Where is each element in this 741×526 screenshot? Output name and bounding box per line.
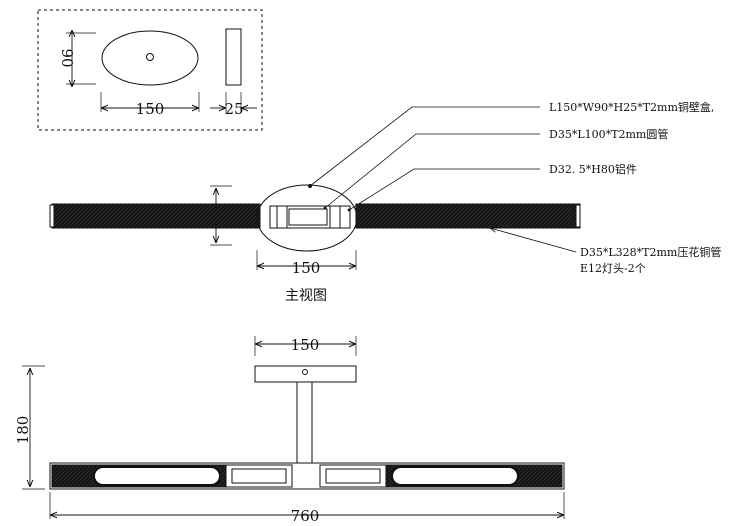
side-slot-right xyxy=(391,466,519,486)
knurled-tube-left xyxy=(51,203,261,229)
callout-leaders xyxy=(308,106,577,253)
wall-plate-detail xyxy=(37,9,263,131)
leader-knurled-tube xyxy=(490,228,577,253)
dim-plate-height: 90 xyxy=(58,48,76,67)
view-caption: 主视图 xyxy=(285,288,327,304)
side-socket-left xyxy=(231,468,287,484)
callout-tube-line2: E12灯头-2个 xyxy=(580,262,646,275)
side-box-hole xyxy=(302,369,308,375)
detail-frame xyxy=(37,9,263,131)
dim-total-length: 760 xyxy=(291,507,320,525)
leader-box xyxy=(308,106,540,188)
dim-side-box-width: 150 xyxy=(291,336,320,354)
leader-round-tube xyxy=(323,133,540,210)
callout-box: L150*W90*H25*T2mm铜壁盒, xyxy=(549,100,714,114)
dim-plate-length: 150 xyxy=(136,100,165,118)
callout-round-tube: D35*L100*T2mm圆管 xyxy=(549,127,668,141)
callout-tube-line1: D35*L328*T2mm压花铜管 xyxy=(580,245,721,259)
tube-end-right xyxy=(575,204,581,228)
side-slot-left xyxy=(93,466,221,486)
aluminum-part-left xyxy=(276,205,288,229)
box-inner xyxy=(288,208,328,226)
aluminum-part-right xyxy=(329,205,341,229)
leader-aluminum xyxy=(347,168,540,212)
plate-center-hole xyxy=(146,53,154,61)
plate-side-view xyxy=(225,28,242,86)
tube-end-left xyxy=(49,204,55,228)
dim-front-box-width: 150 xyxy=(292,259,321,277)
side-stem xyxy=(296,381,313,465)
detail-circle xyxy=(256,184,358,252)
plate-ellipse xyxy=(101,30,199,86)
dim-side-height: 180 xyxy=(14,416,32,445)
callout-aluminum: D32. 5*H80铝件 xyxy=(549,162,637,176)
dim-plate-depth: 25 xyxy=(224,100,243,118)
front-view xyxy=(49,184,581,270)
knurled-tube-right xyxy=(355,203,581,229)
side-view xyxy=(22,336,565,519)
side-socket-right xyxy=(325,468,381,484)
